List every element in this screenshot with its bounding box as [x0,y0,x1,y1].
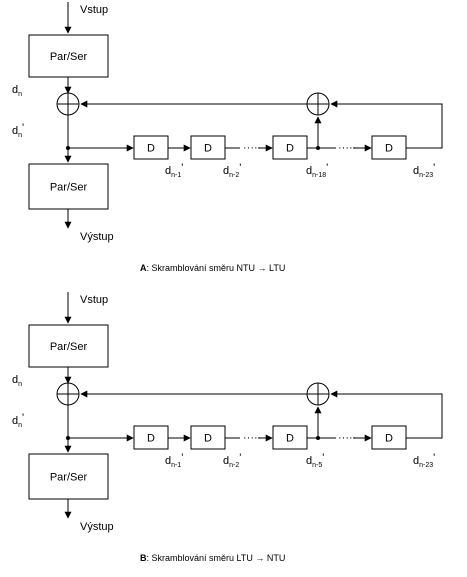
input-label: Vstup [80,4,108,16]
tap-label-4: dn-23' [413,162,435,179]
ellipsis-2: ····· [338,432,356,444]
ellipsis-1: ····· [243,142,261,154]
dn-label: dn [12,84,22,98]
par-ser-top-label: Par/Ser [50,341,88,353]
tap-label-1: dn-1' [165,162,183,179]
ellipsis-2: ····· [338,142,356,154]
feedback-from-d4 [330,100,443,149]
par-ser-bottom [28,453,109,500]
input-label: Vstup [80,294,108,306]
delay-d2-label: D [204,433,212,445]
tap-label-3: dn-18' [306,162,328,179]
delay-d3-label: D [286,433,294,445]
output-label: Výstup [80,231,114,243]
par-ser-bottom [28,163,109,210]
par-ser-bottom-label: Par/Ser [50,472,88,484]
tap-label-4: dn-23' [413,452,435,469]
delay-d4-label: D [385,433,393,445]
delay-d3-label: D [286,143,294,155]
delay-d2-label: D [204,143,212,155]
dn-prime-label: dn' [12,122,24,139]
tap-label-2: dn-2' [223,162,241,179]
output-label: Výstup [80,521,114,533]
tap-label-3: dn-5' [306,452,324,469]
tap-label-1: dn-1' [165,452,183,469]
dn-prime-label: dn' [12,412,24,429]
par-ser-bottom-label: Par/Ser [50,182,88,194]
caption-A: A: Skramblování směru NTU → LTU [140,263,285,273]
delay-d1-label: D [147,433,155,445]
caption-B: B: Skramblování směru LTU → NTU [140,553,285,563]
par-ser-top [28,324,109,368]
par-ser-top-label: Par/Ser [50,51,88,63]
feedback-from-d4 [330,390,443,439]
delay-d4-label: D [385,143,393,155]
delay-d1-label: D [147,143,155,155]
dn-label: dn [12,374,22,388]
ellipsis-1: ····· [243,432,261,444]
tap-label-2: dn-2' [223,452,241,469]
